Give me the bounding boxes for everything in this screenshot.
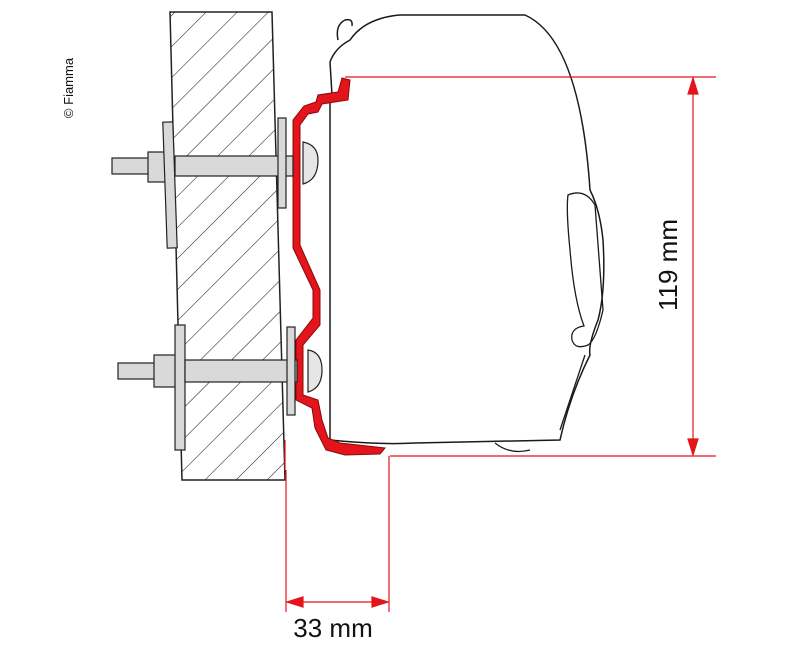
top-bolt-assembly [111, 117, 319, 249]
depth-dimension-label: 33 mm [293, 613, 372, 643]
awning-bottom-roller [494, 442, 531, 453]
wall-section [169, 11, 286, 481]
height-dimension-label: 119 mm [653, 219, 683, 311]
awning-top-hook [336, 18, 353, 41]
awning-front-profile [559, 192, 604, 431]
copyright-label: © Fiamma [61, 57, 76, 118]
awning-casing [329, 14, 605, 445]
bottom-bolt-assembly [117, 324, 323, 451]
depth-dimension [284, 456, 391, 612]
height-dimension [284, 75, 716, 470]
